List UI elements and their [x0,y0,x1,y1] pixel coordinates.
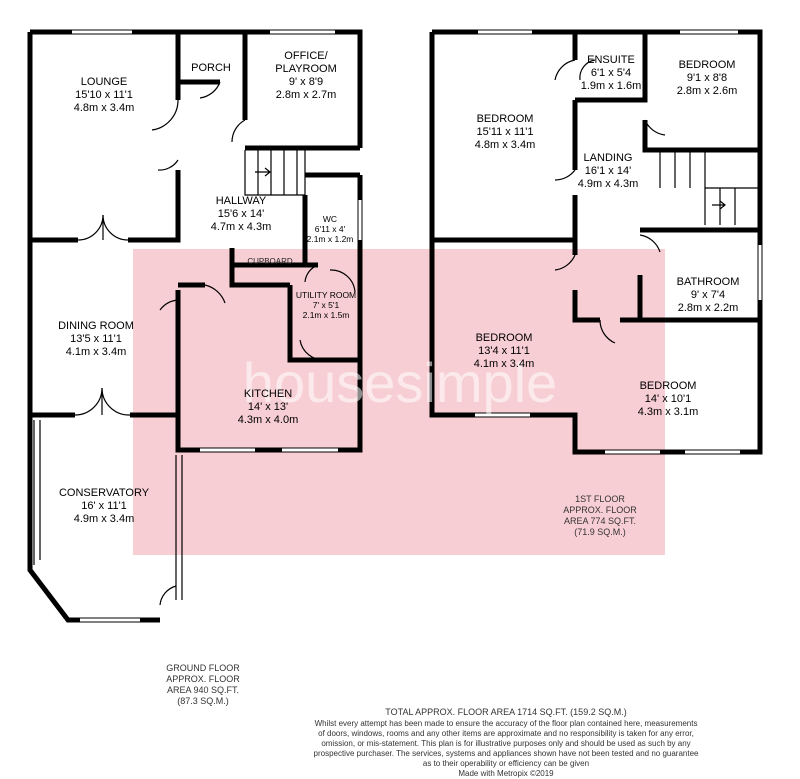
disclaimer-line-2: of doors, windows, rooms and any other i… [318,729,694,738]
ground-floor-area: GROUND FLOOR APPROX. FLOOR AREA 940 SQ.F… [166,663,240,706]
room-name: ENSUITE [587,54,635,66]
room-name: BEDROOM [640,380,697,392]
watermark-text: housesimple [243,351,557,414]
disclaimer-line-1: Whilst every attempt has been made to en… [315,719,698,728]
room-size-metric: 2.1m x 1.2m [307,234,354,244]
room-size-metric: 4.8m x 3.4m [74,102,135,114]
room-size-imperial: 14' x 13' [248,401,288,413]
room-bedroom-4: BEDROOM 14' x 10'1 4.3m x 3.1m [638,380,699,418]
room-name: BEDROOM [679,59,736,71]
room-bathroom: BATHROOM 9' x 7'4 2.8m x 2.2m [677,276,740,314]
room-wc: WC 6'11 x 4' 2.1m x 1.2m [307,214,354,244]
room-size-imperial: 14' x 10'1 [645,393,691,405]
disclaimer-line-5: as to their operability or efficiency ca… [423,759,589,768]
room-size-metric: 1.9m x 1.6m [581,80,642,92]
room-size-imperial: 9' x 8'9 [289,76,323,88]
room-conservatory: CONSERVATORY 16' x 11'1 4.9m x 3.4m [59,487,150,525]
area-line-1: 1ST FLOOR [575,494,625,504]
room-name: BEDROOM [476,332,533,344]
room-name: LOUNGE [81,76,127,88]
room-size-imperial: 6'11 x 4' [315,224,346,234]
made-with: Made with Metropix ©2019 [458,769,554,778]
area-line-3: AREA 940 SQ.FT. [167,685,239,695]
room-size-metric: 4.8m x 3.4m [475,139,536,151]
first-floor [429,29,763,455]
room-size-imperial: 16' x 11'1 [81,500,127,512]
room-size-imperial: 16'1 x 14' [585,165,631,177]
room-name: LANDING [584,152,633,164]
room-size-metric: 4.7m x 4.3m [211,221,272,233]
room-size-metric: 2.8m x 2.7m [276,89,337,101]
disclaimer-line-3: omission, or mis-statement. This plan is… [321,739,690,748]
room-size-metric: 4.1m x 3.4m [66,346,127,358]
room-name-2: PLAYROOM [275,63,337,75]
room-name: BATHROOM [677,276,740,288]
area-line-2: APPROX. FLOOR [166,674,240,684]
room-name: DINING ROOM [58,320,134,332]
room-name: OFFICE/ [284,50,328,62]
room-name: KITCHEN [244,388,292,400]
room-size-metric: 4.9m x 4.3m [578,178,639,190]
room-size-imperial: 13'4 x 11'1 [478,345,530,357]
room-cupboard: CUPBOARD [247,257,293,266]
room-kitchen: KITCHEN 14' x 13' 4.3m x 4.0m [238,388,299,426]
room-bedroom-3: BEDROOM 13'4 x 11'1 4.1m x 3.4m [474,332,535,370]
room-name: UTILITY ROOM [296,290,356,300]
area-line-4: (71.9 SQ.M.) [574,527,626,537]
room-bedroom-1: BEDROOM 15'11 x 11'1 4.8m x 3.4m [475,113,536,151]
room-size-imperial: 7' x 5'1 [313,300,340,310]
room-size-imperial: 13'5 x 11'1 [70,333,122,345]
room-utility: UTILITY ROOM 7' x 5'1 2.1m x 1.5m [296,290,356,320]
area-line-3: AREA 774 SQ.FT. [564,516,636,526]
room-lounge: LOUNGE 15'10 x 11'1 4.8m x 3.4m [74,76,135,114]
room-name: BEDROOM [477,113,534,125]
area-line-1: GROUND FLOOR [166,663,240,673]
room-size-imperial: 15'11 x 11'1 [476,126,533,138]
room-office: OFFICE/ PLAYROOM 9' x 8'9 2.8m x 2.7m [275,50,337,101]
room-name: PORCH [191,62,231,74]
room-name: HALLWAY [216,195,267,207]
area-line-2: APPROX. FLOOR [563,505,637,515]
room-bedroom-2: BEDROOM 9'1 x 8'8 2.8m x 2.6m [677,59,738,97]
room-size-imperial: 9'1 x 8'8 [687,72,727,84]
room-size-metric: 4.1m x 3.4m [474,358,535,370]
room-name: CONSERVATORY [59,487,150,499]
room-size-metric: 2.8m x 2.6m [677,85,738,97]
room-size-metric: 4.3m x 4.0m [238,414,299,426]
room-size-metric: 2.8m x 2.2m [678,302,739,314]
room-landing: LANDING 16'1 x 14' 4.9m x 4.3m [578,152,639,190]
room-size-imperial: 15'6 x 14' [218,208,264,220]
footer: TOTAL APPROX. FLOOR AREA 1714 SQ.FT. (15… [314,707,700,778]
room-size-metric: 4.3m x 3.1m [638,406,699,418]
room-size-metric: 2.1m x 1.5m [303,310,350,320]
ground-floor [27,29,363,623]
room-ensuite: ENSUITE 6'1 x 5'4 1.9m x 1.6m [581,54,642,92]
room-porch: PORCH [191,62,231,74]
room-name: WC [323,214,337,224]
room-size-imperial: 15'10 x 11'1 [75,89,133,101]
room-dining: DINING ROOM 13'5 x 11'1 4.1m x 3.4m [58,320,134,358]
disclaimer-line-4: prospective purchaser. The services, sys… [314,749,700,758]
total-area: TOTAL APPROX. FLOOR AREA 1714 SQ.FT. (15… [385,707,626,717]
room-size-imperial: 9' x 7'4 [691,289,725,301]
room-size-imperial: 6'1 x 5'4 [591,67,631,79]
room-hallway: HALLWAY 15'6 x 14' 4.7m x 4.3m [211,195,272,233]
first-floor-area: 1ST FLOOR APPROX. FLOOR AREA 774 SQ.FT. … [563,494,637,537]
room-size-metric: 4.9m x 3.4m [74,513,135,525]
area-line-4: (87.3 SQ.M.) [177,696,229,706]
